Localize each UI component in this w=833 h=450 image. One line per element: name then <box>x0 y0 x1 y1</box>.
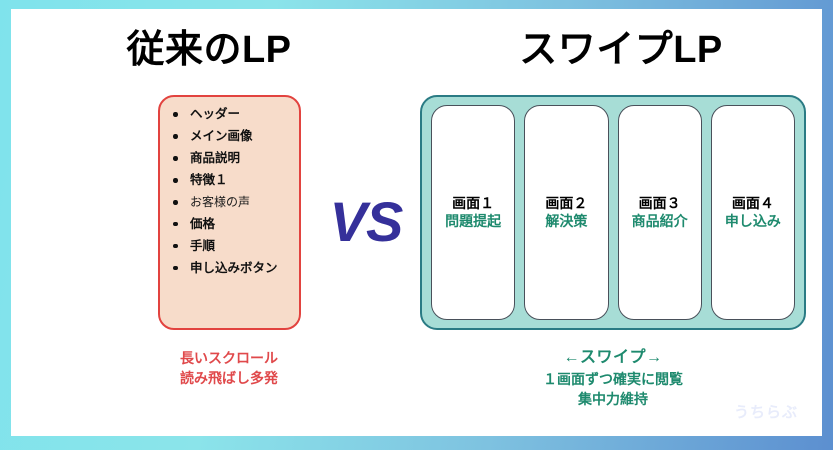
legacy-lp-caption: 長いスクロール 読み飛ばし多発 <box>129 349 329 389</box>
list-item-label: 手順 <box>190 238 216 253</box>
list-item: お客様の声 <box>170 196 293 208</box>
screen-card-number: 画面３ <box>638 194 681 211</box>
page-title-swipe: スワイプLP <box>519 29 723 71</box>
legacy-lp-panel: ヘッダー メイン画像 商品説明 特徴１ お客様の声 価格 手順 <box>158 95 301 330</box>
list-item: 特徴１ <box>170 174 293 187</box>
list-item-label: 商品説明 <box>190 151 241 165</box>
screen-card-label: 商品紹介 <box>631 213 688 230</box>
list-item: 商品説明 <box>170 152 293 165</box>
screen-card-number: 画面４ <box>731 194 774 211</box>
caption-line-swipe-arrows: ←スワイプ→ <box>563 349 663 366</box>
screen-card: 画面１ 問題提起 <box>431 105 516 320</box>
list-item-label: 特徴１ <box>190 173 228 187</box>
page-title-legacy: 従来のLP <box>126 29 292 71</box>
list-item-label: 申し込みボタン <box>190 260 278 275</box>
caption-line: 読み飛ばし多発 <box>180 369 278 386</box>
screen-card: 画面３ 商品紹介 <box>617 105 702 320</box>
list-item: メイン画像 <box>170 130 293 143</box>
list-item: 価格 <box>170 216 293 231</box>
list-item-label: メイン画像 <box>190 129 253 143</box>
list-item-label: お客様の声 <box>190 195 251 209</box>
slide-canvas: 従来のLP スワイプLP ヘッダー メイン画像 商品説明 特徴１ お客様の声 <box>11 9 822 436</box>
screen-card-number: 画面２ <box>545 194 588 211</box>
swipe-lp-panel: 画面１ 問題提起 画面２ 解決策 画面３ 商品紹介 画面４ 申し込み <box>420 95 806 330</box>
screen-card-label: 申し込み <box>724 213 781 230</box>
list-item-label: ヘッダー <box>190 107 241 121</box>
caption-line: 集中力維持 <box>578 390 648 407</box>
screen-card: 画面２ 解決策 <box>524 105 609 320</box>
caption-line: １画面ずつ確実に閲覧 <box>543 370 683 387</box>
screen-card-label: 問題提起 <box>445 213 502 230</box>
caption-line: 長いスクロール <box>180 350 278 366</box>
list-item: ヘッダー <box>170 108 293 121</box>
screen-card-label: 解決策 <box>545 213 588 230</box>
list-item: 手順 <box>170 238 293 253</box>
legacy-lp-section-list: ヘッダー メイン画像 商品説明 特徴１ お客様の声 価格 手順 <box>170 108 293 274</box>
list-item: 申し込みボタン <box>170 260 293 275</box>
screen-card-number: 画面１ <box>452 194 495 211</box>
list-item-label: 価格 <box>190 216 216 231</box>
swipe-lp-caption: ←スワイプ→ １画面ずつ確実に閲覧 集中力維持 <box>513 347 713 409</box>
watermark: うちらぶ <box>733 404 798 421</box>
screen-card: 画面４ 申し込み <box>710 105 795 320</box>
versus-badge: VS <box>328 189 405 255</box>
